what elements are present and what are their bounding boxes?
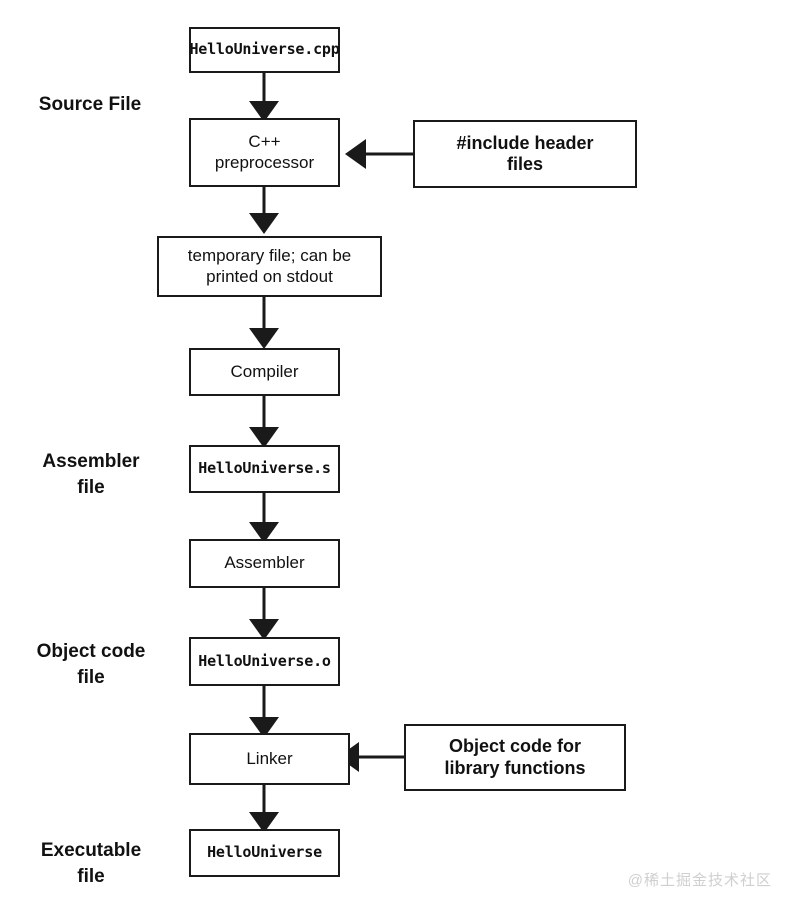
node-label-hellouniverse-cpp: HelloUniverse.cpp <box>189 40 340 59</box>
node-assembler[interactable]: Assembler <box>189 539 340 588</box>
node-cpp-preprocessor[interactable]: C++ preprocessor <box>189 118 340 187</box>
stage-label-object-code-file: Object code file <box>36 641 146 688</box>
node-temporary-file[interactable]: temporary file; can be printed on stdout <box>157 236 382 297</box>
node-label-compiler: Compiler <box>230 361 299 381</box>
node-label-hellouniverse-o: HelloUniverse.o <box>198 651 331 670</box>
node-hellouniverse-cpp[interactable]: HelloUniverse.cpp <box>189 27 340 73</box>
node-label-hellouniverse: HelloUniverse <box>207 843 322 862</box>
node-hellouniverse-o[interactable]: HelloUniverse.o <box>189 637 340 686</box>
node-label-linker: Linker <box>246 748 293 768</box>
watermark: @稀土掘金技术社区 <box>627 872 772 889</box>
node-label-hellouniverse-s: HelloUniverse.s <box>198 459 331 478</box>
node-compiler[interactable]: Compiler <box>189 348 340 396</box>
stage-label-source-file: Source File <box>38 94 142 115</box>
stage-label-executable-file: Executable file <box>40 840 142 887</box>
node-linker[interactable]: Linker <box>189 733 350 785</box>
node-hellouniverse[interactable]: HelloUniverse <box>189 829 340 877</box>
stage-label-assembler-file: Assembler file <box>42 451 140 498</box>
node-label-assembler: Assembler <box>224 553 305 573</box>
node-hellouniverse-s[interactable]: HelloUniverse.s <box>189 445 340 493</box>
node-label-object-code-library: Object code for library functions <box>444 736 586 778</box>
node-include-header-files[interactable]: #include header files <box>413 120 637 188</box>
node-object-code-library[interactable]: Object code for library functions <box>404 724 626 791</box>
node-label-cpp-preprocessor: C++ preprocessor <box>214 132 315 172</box>
node-label-temporary-file: temporary file; can be printed on stdout <box>187 246 352 286</box>
node-label-include-header-files: #include header files <box>456 132 594 174</box>
